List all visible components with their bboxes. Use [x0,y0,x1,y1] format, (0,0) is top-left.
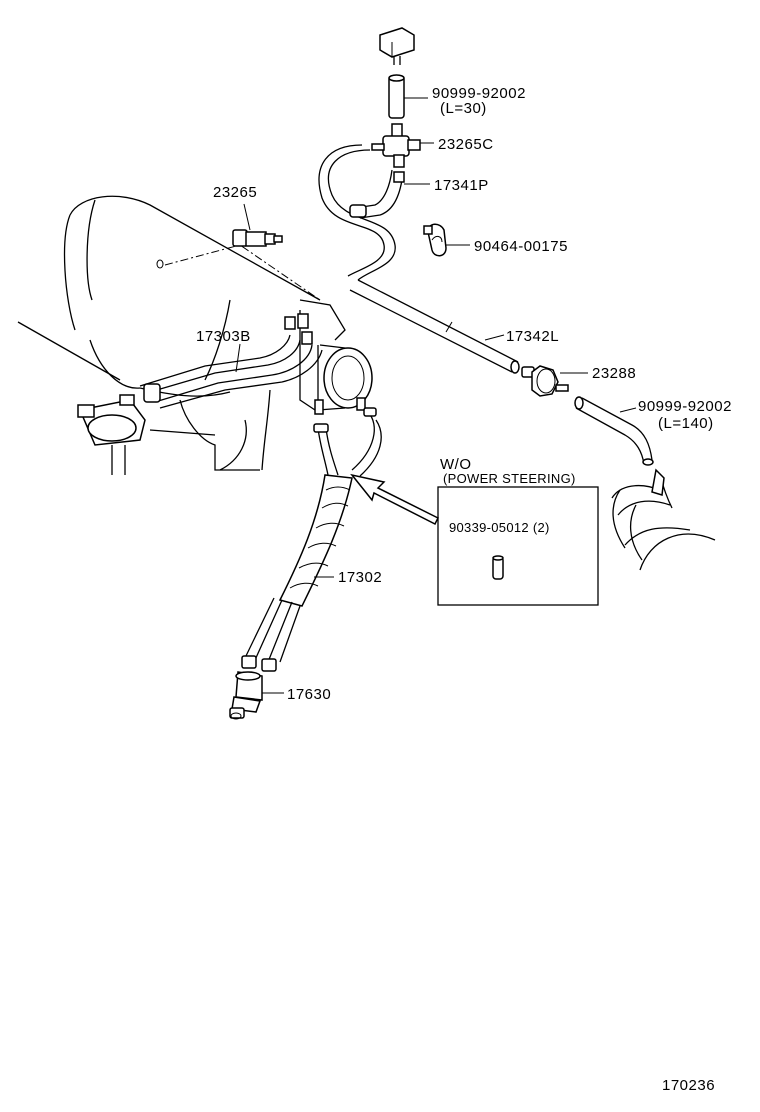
hose-17303b [139,331,323,409]
label-90999-92002-top-length: (L=30) [440,100,487,117]
clip-90464-00175 [423,223,470,257]
label-23288: 23288 [592,365,636,382]
label-17341p: 17341P [434,177,489,194]
damper-23288 [521,365,588,397]
filter-23265 [156,203,283,269]
hose-17341p [318,144,430,281]
vsv-cap [379,27,415,65]
label-17342l: 17342L [506,328,559,345]
label-17302: 17302 [338,569,382,586]
intake-pipe-right [611,468,716,571]
hose-17302 [241,407,382,672]
inset-box [350,473,599,606]
label-90464-00175: 90464-00175 [474,238,568,255]
valve-17630 [229,671,284,720]
label-90999-92002-right-length: (L=140) [658,415,714,432]
figure-number: 170236 [662,1077,715,1094]
inset-heading: W/O [440,456,472,473]
inset-part-label: 90339-05012 (2) [449,520,550,535]
hose-90999-92002-right [574,396,654,466]
label-23265c: 23265C [438,136,494,153]
hose-17342l [349,279,520,374]
leader-23265-dashline [164,244,321,301]
inset-subheading: (POWER STEERING) [443,471,576,486]
label-90999-92002-top: 90999-92002 [432,85,526,102]
label-90999-92002-right: 90999-92002 [638,398,732,415]
label-23265: 23265 [213,184,257,201]
hose-90999-92002-top [388,74,428,119]
tee-fitting-23265c [371,123,434,168]
label-17630: 17630 [287,686,331,703]
label-17303b: 17303B [196,328,251,345]
